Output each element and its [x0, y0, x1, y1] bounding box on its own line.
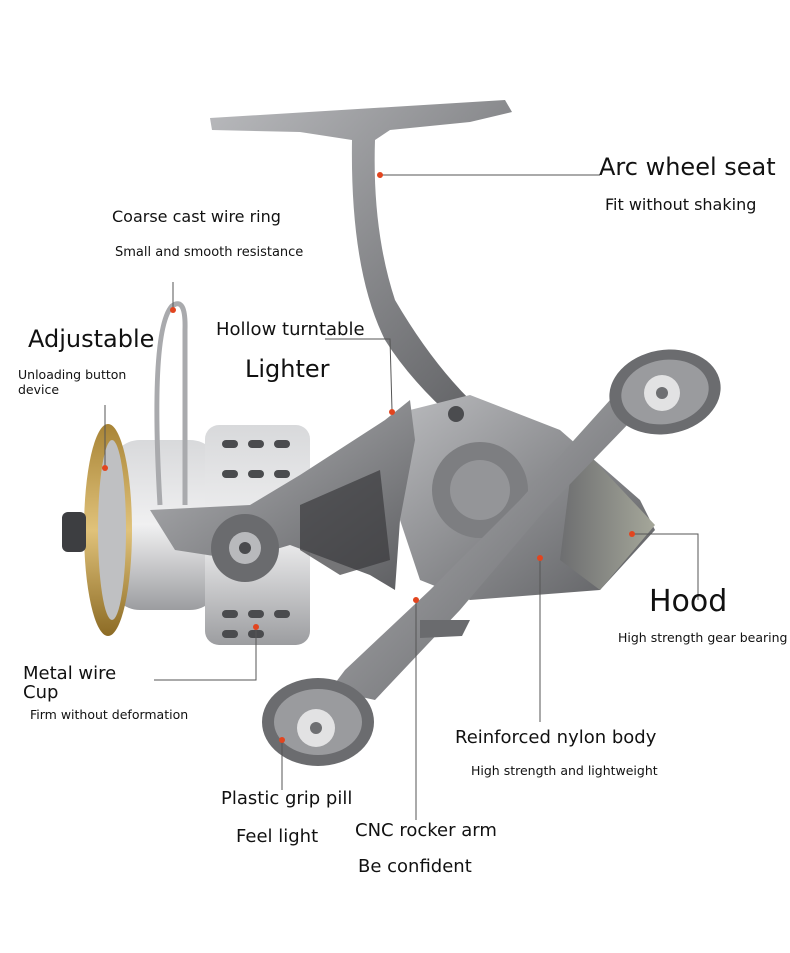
rocker-arm-title: CNC rocker arm: [355, 820, 497, 841]
hollow-turntable-title: Hollow turntable: [216, 319, 365, 340]
grip-pill-title: Plastic grip pill: [221, 788, 353, 809]
accent-dots: [102, 172, 635, 743]
grip-pill-subtitle: Feel light: [236, 826, 319, 847]
arc-wheel-seat-title: Arc wheel seat: [599, 153, 776, 181]
metal-wire-cup-subtitle: Firm without deformation: [30, 707, 189, 722]
adjustable-subtitle-line2: device: [18, 382, 60, 397]
adjustable-subtitle-line1: Unloading button: [18, 367, 127, 382]
wire-ring-title: Coarse cast wire ring: [112, 207, 281, 226]
leader-lines: [104, 174, 699, 820]
metal-wire-cup-title-line1: Metal wire: [23, 663, 117, 684]
hollow-turntable-subtitle: Lighter: [245, 355, 330, 383]
metal-wire-cup-title-line2: Cup: [23, 682, 59, 703]
reel-foot: [210, 100, 512, 420]
arc-wheel-seat-subtitle: Fit without shaking: [605, 195, 757, 214]
rotor: [150, 400, 415, 590]
wire-ring-subtitle: Small and smooth resistance: [115, 245, 304, 260]
bail-wire: [154, 301, 188, 506]
crank-arm: [330, 400, 632, 700]
lower-handle-knob: [262, 678, 374, 766]
nylon-body-title: Reinforced nylon body: [455, 727, 657, 748]
rocker-arm-subtitle: Be confident: [358, 856, 472, 877]
hood-title: Hood: [649, 584, 728, 619]
nylon-body-subtitle: High strength and lightweight: [471, 763, 658, 778]
upper-handle-knob: [609, 349, 721, 435]
hood-subtitle: High strength gear bearing: [618, 630, 788, 645]
adjustable-title: Adjustable: [28, 325, 155, 353]
